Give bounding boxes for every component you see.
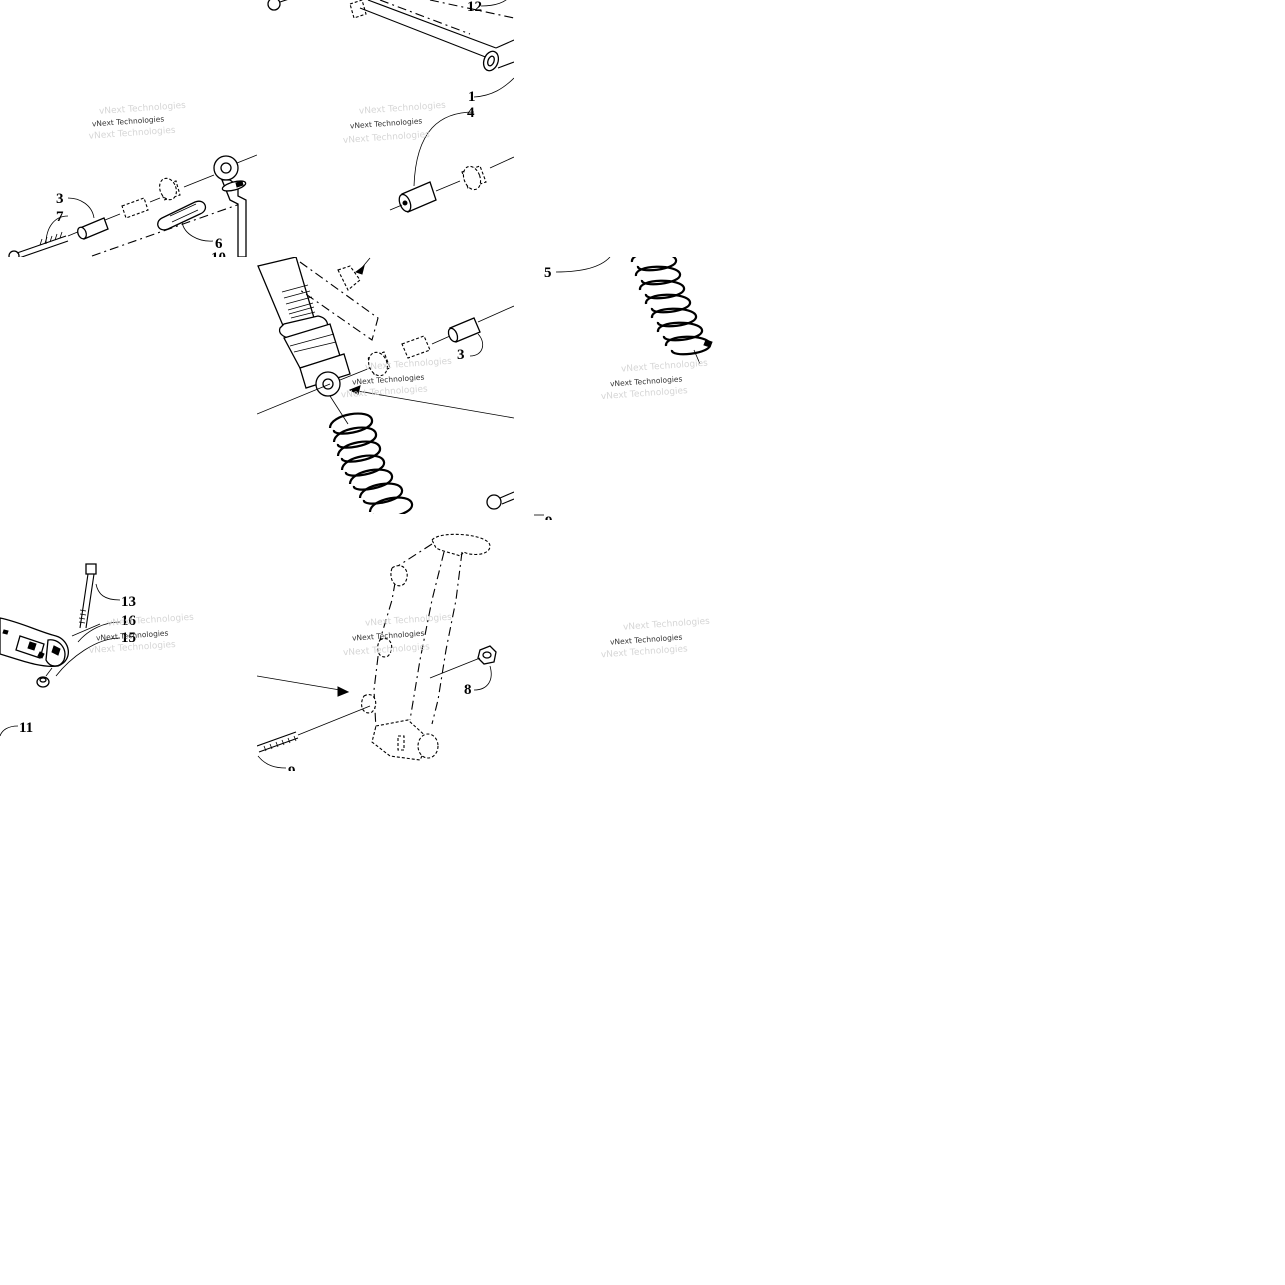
callout-7: 7 xyxy=(56,209,64,225)
svg-text:vNext Technologies: vNext Technologies xyxy=(341,384,429,400)
callout-11: 11 xyxy=(19,720,33,736)
callout-3-top: 3 xyxy=(56,191,64,207)
watermark: vNext Technologies vNext Technologies vN… xyxy=(341,357,453,401)
bolt-9-part xyxy=(257,705,371,753)
nut-8-part xyxy=(477,645,497,665)
tile-spring: 5 vNext Technologies vNext Technologies … xyxy=(544,257,713,403)
spindle-part xyxy=(361,533,491,761)
callout-4: 4 xyxy=(467,105,475,121)
flange-bushing-part xyxy=(367,351,391,377)
callout-12: 12 xyxy=(467,0,482,15)
watermark: vNext Technologies vNext Technologies vN… xyxy=(601,617,711,661)
bolt-7-part xyxy=(8,231,69,257)
flange-bushing-part xyxy=(461,165,487,191)
tile-a-arm-upper: 12 1 4 vNext Technologies vNext Technolo… xyxy=(267,0,514,213)
sleeve-3-part xyxy=(77,217,109,240)
svg-text:vNext Technologies: vNext Technologies xyxy=(89,640,177,656)
callout-15: 15 xyxy=(121,630,136,646)
callout-9-mid-group: 9 xyxy=(534,514,553,530)
svg-text:vNext Technologies: vNext Technologies xyxy=(99,101,187,117)
callout-16: 16 xyxy=(121,613,137,629)
bushing-dashed-part xyxy=(121,197,149,219)
watermark: vNext Technologies vNext Technologies vN… xyxy=(343,101,447,146)
bushing-top-part xyxy=(349,0,367,19)
svg-text:vNext Technologies: vNext Technologies xyxy=(343,130,431,146)
svg-text:vNext Technologies: vNext Technologies xyxy=(621,359,709,375)
nut-15-part xyxy=(36,676,50,688)
callout-6: 6 xyxy=(215,236,223,252)
svg-text:vNext Technologies: vNext Technologies xyxy=(601,386,689,402)
shock-top-eye-part xyxy=(213,155,247,257)
spring-part xyxy=(328,395,414,514)
svg-text:vNext Technologies: vNext Technologies xyxy=(88,126,176,142)
svg-text:vNext Technologies: vNext Technologies xyxy=(107,613,195,629)
bolt-13-part xyxy=(78,563,97,629)
watermark: vNext Technologies vNext Technologies vN… xyxy=(88,101,187,142)
callout-9-lower: 9 xyxy=(288,764,296,780)
svg-text:vNext Technologies: vNext Technologies xyxy=(365,613,453,629)
bracket-part xyxy=(299,257,379,341)
callout-3-mid: 3 xyxy=(457,347,465,363)
watermark: vNext Technologies vNext Technologies vN… xyxy=(343,613,453,659)
spacer-4-part xyxy=(398,181,437,213)
spring-part xyxy=(630,257,713,365)
flange-bushing-part xyxy=(159,177,181,201)
callout-1: 1 xyxy=(468,89,476,105)
tile-spindle: 8 9 vNext Technologies vNext Technologie… xyxy=(257,533,497,780)
svg-text:vNext Technologies: vNext Technologies xyxy=(623,617,711,633)
callout-13: 13 xyxy=(121,594,136,610)
tile-shock-body: vNext Technologies vNext Technologies vN… xyxy=(257,257,514,514)
tile-blank: vNext Technologies vNext Technologies vN… xyxy=(601,617,711,661)
svg-text:vNext Technologies: vNext Technologies xyxy=(359,101,447,117)
callout-8: 8 xyxy=(464,682,472,698)
bushing-dashed-part xyxy=(401,335,431,359)
bolt-small-part xyxy=(267,0,288,11)
tile-steering-arm: 13 16 15 11 vNext Technologies vNext Tec… xyxy=(0,563,195,737)
bumper-6-part xyxy=(157,200,207,231)
callout-10: 10 xyxy=(211,250,226,266)
svg-text:vNext Technologies: vNext Technologies xyxy=(350,116,423,130)
callout-9-mid: 9 xyxy=(545,514,553,530)
svg-text:vNext Technologies: vNext Technologies xyxy=(601,644,689,660)
steering-arm-part xyxy=(0,617,69,667)
bolt-right-part xyxy=(486,491,514,510)
tile-rear-mount: 3 7 6 10 vNext Technologies vNext Techno… xyxy=(8,101,257,266)
watermark: vNext Technologies vNext Technologies vN… xyxy=(601,359,709,403)
callout-5: 5 xyxy=(544,265,552,281)
a-arm-part xyxy=(359,0,514,72)
sleeve-3-part xyxy=(447,317,481,343)
shock-body-part xyxy=(257,257,351,397)
watermark: vNext Technologies vNext Technologies vN… xyxy=(89,613,195,656)
